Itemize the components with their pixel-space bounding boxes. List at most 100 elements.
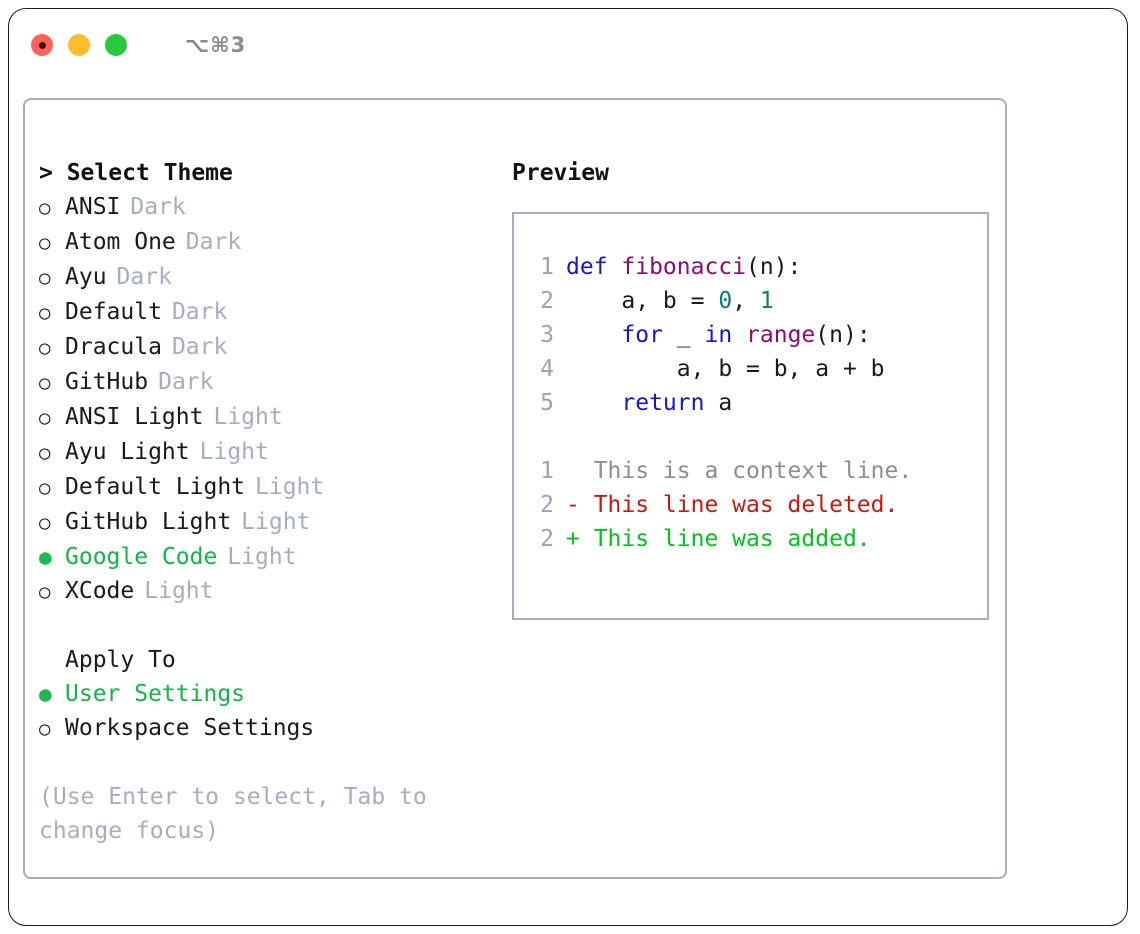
code-line: 3 for _ in range(n): (514, 318, 987, 352)
theme-list-item[interactable]: ○ Default Dark (39, 295, 495, 330)
code-token-pl: a, b = (566, 288, 719, 314)
theme-name-label: Atom One (65, 229, 176, 255)
radio-unselected-icon: ○ (39, 302, 51, 324)
theme-list-item[interactable]: ○ ANSI Dark (39, 190, 495, 225)
theme-name-label: Default Light (65, 474, 246, 500)
apply-to-list: ● User Settings ○ Workspace Settings (39, 677, 495, 746)
theme-name-label: Ayu Light (65, 439, 190, 465)
diff-line: 1 This is a context line. (514, 454, 987, 488)
code-line: 2 a, b = 0, 1 (514, 284, 987, 318)
line-number: 2 (540, 526, 554, 552)
theme-variant-badge: Light (227, 544, 297, 570)
theme-name-label: Dracula (65, 334, 162, 360)
code-line: 5 return a (514, 386, 987, 420)
minimize-window-button[interactable] (68, 34, 90, 56)
code-line-text: return a (566, 386, 732, 420)
theme-name-label: Ayu (65, 264, 107, 290)
theme-list-item[interactable]: ○ Dracula Dark (39, 330, 495, 365)
theme-variant-badge: Light (255, 474, 325, 500)
code-token-pl (566, 322, 621, 348)
line-number: 1 (540, 458, 554, 484)
theme-name-label: ANSI (65, 194, 121, 220)
theme-variant-badge: Dark (130, 194, 186, 220)
apply-to-header: Apply To (65, 647, 176, 673)
code-token-pl (732, 322, 746, 348)
theme-list-item[interactable]: ○ Atom One Dark (39, 225, 495, 260)
theme-name-label: GitHub Light (65, 509, 232, 535)
diff-sample: 1 This is a context line. 2 - This line wa… (514, 454, 987, 556)
radio-selected-icon: ● (39, 682, 52, 706)
radio-unselected-icon: ○ (39, 477, 51, 499)
apply-to-item[interactable]: ● User Settings (39, 677, 495, 711)
theme-name-label: Google Code (65, 544, 218, 570)
line-number: 5 (540, 390, 554, 416)
diff-line-text-del: - This line was deleted. (566, 492, 899, 518)
code-token-kw: for (621, 322, 663, 348)
theme-list-item[interactable]: ○ XCode Light (39, 574, 495, 609)
theme-variant-badge: Dark (116, 264, 172, 290)
apply-to-item[interactable]: ○ Workspace Settings (39, 711, 495, 746)
theme-variant-badge: Light (144, 578, 214, 604)
theme-list-item[interactable]: ○ Default Light Light (39, 470, 495, 505)
code-token-pl: , (732, 288, 760, 314)
radio-unselected-icon: ○ (39, 407, 51, 429)
theme-list-item[interactable]: ● Google Code Light (39, 540, 495, 574)
code-line-text: a, b = 0, 1 (566, 284, 773, 318)
line-number: 3 (540, 322, 554, 348)
code-token-pl: a, b = b, a + b (566, 356, 885, 382)
close-window-button[interactable] (31, 34, 53, 56)
code-token-pl: _ (662, 322, 705, 348)
radio-unselected-icon: ○ (39, 718, 51, 740)
code-line-text: def fibonacci(n): (566, 250, 801, 284)
diff-line-text-add: + This line was added. (566, 526, 871, 552)
diff-line-text-ctx: This is a context line. (566, 458, 913, 484)
theme-name-label: XCode (65, 578, 135, 604)
radio-selected-icon: ● (39, 545, 52, 569)
theme-variant-badge: Dark (158, 369, 214, 395)
line-number: 4 (540, 356, 554, 382)
radio-unselected-icon: ○ (39, 581, 51, 603)
theme-name-label: GitHub (65, 369, 149, 395)
code-token-kw: in (704, 322, 733, 348)
radio-unselected-icon: ○ (39, 442, 51, 464)
theme-list-item[interactable]: ○ Ayu Dark (39, 260, 495, 295)
code-line: 4 a, b = b, a + b (514, 352, 987, 386)
zoom-window-button[interactable] (105, 34, 127, 56)
title-bar: ⌥⌘3 (9, 9, 1127, 81)
apply-to-label: User Settings (65, 681, 246, 707)
code-line-text: for _ in range(n): (566, 318, 870, 352)
theme-variant-badge: Dark (171, 334, 228, 360)
line-number: 2 (540, 492, 554, 518)
code-token-fn: range (746, 322, 816, 348)
code-line-text: a, b = b, a + b (566, 352, 885, 386)
theme-variant-badge: Dark (185, 229, 242, 255)
line-number: 2 (540, 288, 554, 314)
code-token-kw: def (566, 254, 622, 280)
radio-unselected-icon: ○ (39, 267, 51, 289)
radio-unselected-icon: ○ (39, 232, 51, 254)
radio-unselected-icon: ○ (39, 337, 51, 359)
radio-unselected-icon: ○ (39, 197, 51, 219)
theme-variant-badge: Dark (171, 299, 228, 325)
keyboard-shortcut-label: ⌥⌘3 (185, 33, 247, 57)
traffic-light-group (31, 34, 127, 56)
select-theme-header: > Select Theme (39, 160, 233, 186)
theme-name-label: Default (65, 299, 162, 325)
code-token-fn: fibonacci (621, 254, 747, 280)
diff-line: 2 + This line was added. (514, 522, 987, 556)
code-token-pl: (n): (746, 254, 802, 280)
theme-variant-badge: Light (241, 509, 311, 535)
code-diff-gap (514, 420, 987, 454)
apply-to-label: Workspace Settings (65, 715, 315, 741)
code-token-kw: return (621, 390, 705, 416)
